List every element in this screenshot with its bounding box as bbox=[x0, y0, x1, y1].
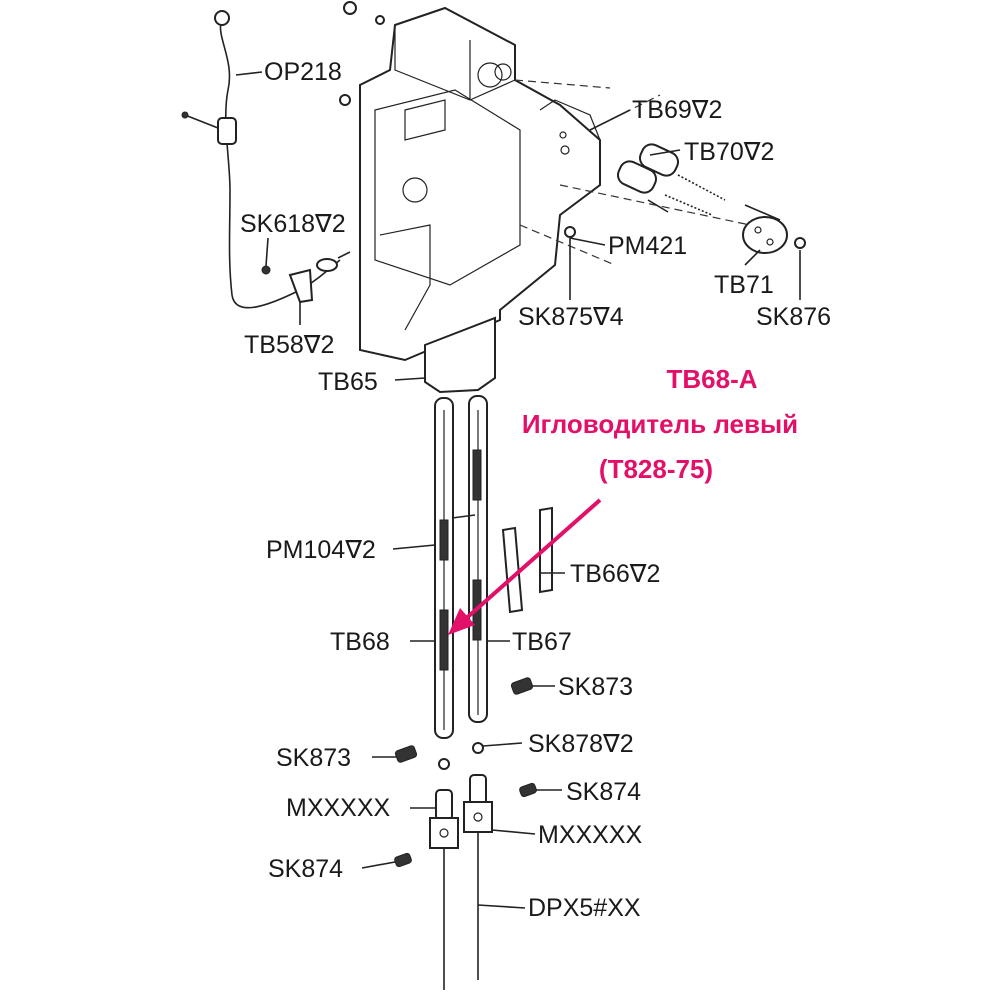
label-tb65: TB65 bbox=[318, 368, 378, 396]
label-sk876: SK876 bbox=[756, 303, 831, 331]
label-pm421: PM421 bbox=[608, 232, 687, 260]
label-tb70: TB70∇2 bbox=[684, 138, 774, 166]
label-mxxxxx-left: MXXXXX bbox=[286, 794, 391, 822]
screw-sk876 bbox=[794, 237, 806, 249]
needle-clamp-left bbox=[429, 789, 459, 849]
screw-sk873-right bbox=[510, 677, 534, 695]
plate-tb71 bbox=[742, 204, 788, 254]
lower-housing-tb65 bbox=[424, 316, 496, 394]
leader-lines bbox=[235, 71, 801, 909]
highlight-arrow bbox=[448, 498, 602, 635]
tb69-bushings bbox=[616, 143, 680, 194]
needles-dpx5 bbox=[443, 832, 479, 990]
label-tb68: TB68 bbox=[330, 628, 390, 656]
screw-sk874-left bbox=[394, 852, 412, 868]
screw-sk874-right bbox=[519, 782, 537, 798]
cable-op218 bbox=[181, 10, 341, 309]
label-sk874-right: SK874 bbox=[566, 778, 641, 806]
label-dpx5: DPX5#XX bbox=[528, 894, 641, 922]
springs-tb66 bbox=[501, 506, 553, 614]
tb70-springs bbox=[664, 174, 726, 216]
needle-bar-tb68 bbox=[434, 397, 454, 739]
pm104-pins bbox=[451, 514, 476, 519]
screw-set-top bbox=[261, 1, 385, 275]
bracket-tb58 bbox=[288, 251, 351, 304]
pm421-pin bbox=[647, 199, 669, 213]
highlight-name: Игловодитель левый bbox=[522, 409, 798, 439]
needle-bar-tb67 bbox=[468, 395, 488, 723]
needle-clamp-right bbox=[463, 774, 493, 833]
main-housing bbox=[359, 6, 751, 362]
label-tb71: TB71 bbox=[714, 271, 774, 299]
label-tb69: TB69∇2 bbox=[632, 96, 722, 124]
label-tb58: TB58∇2 bbox=[244, 331, 334, 359]
label-sk875: SK875∇4 bbox=[518, 303, 624, 331]
label-mxxxxx-right: MXXXXX bbox=[538, 821, 643, 849]
label-sk873-left: SK873 bbox=[276, 744, 351, 772]
highlight-code: TB68-A bbox=[666, 364, 757, 394]
label-op218: OP218 bbox=[264, 58, 342, 86]
label-sk618: SK618∇2 bbox=[240, 210, 346, 238]
screw-sk873-left bbox=[394, 745, 418, 763]
highlight-ref: (T828-75) bbox=[599, 454, 713, 484]
screws-sk878 bbox=[438, 742, 484, 770]
label-pm104: PM104∇2 bbox=[266, 536, 376, 564]
label-sk873-right: SK873 bbox=[558, 673, 633, 701]
label-sk874-left: SK874 bbox=[268, 855, 343, 883]
label-sk878: SK878∇2 bbox=[528, 730, 634, 758]
label-tb66: TB66∇2 bbox=[570, 560, 660, 588]
label-tb67: TB67 bbox=[512, 628, 572, 656]
screw-sk875 bbox=[564, 226, 576, 238]
